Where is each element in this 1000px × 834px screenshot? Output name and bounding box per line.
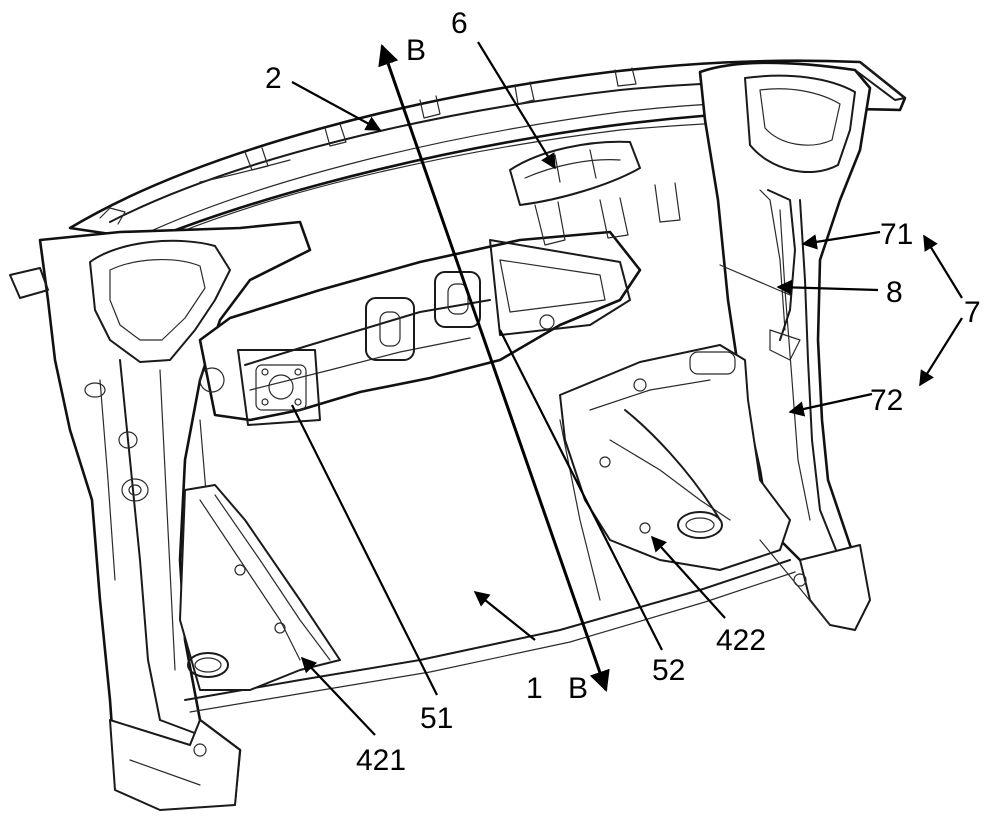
leader-6 [477,41,556,170]
leader-422 [650,535,726,619]
left-footwell-rail [179,484,341,691]
label-1: 1 [526,672,543,705]
leader-lines [291,41,963,736]
leader-421 [300,656,376,736]
label-422: 422 [716,624,766,657]
label-6: 6 [451,7,468,40]
leader-7-up [923,234,963,299]
label-2: 2 [265,62,282,95]
leader-7-down [919,317,963,387]
section-arrow-line [378,44,610,692]
label-b-top: B [406,34,426,67]
section-line-b-b: B B [378,34,610,705]
leader-51 [291,404,438,696]
left-rocker-stub [109,719,241,811]
label-7: 7 [964,296,981,329]
right-footwell-rail [559,344,791,571]
leader-1 [473,591,536,641]
label-51: 51 [420,702,453,735]
label-b-bottom: B [568,672,588,705]
label-72: 72 [870,384,903,417]
right-rocker-stub [759,539,871,631]
leader-72 [788,392,873,417]
leader-2 [291,81,382,131]
label-8: 8 [886,276,903,309]
label-421: 421 [356,744,406,777]
label-71: 71 [880,218,913,251]
leader-8 [776,279,879,296]
leader-71 [801,230,881,250]
reference-numerals: 2 6 71 8 7 72 51 1 52 422 421 [265,7,981,777]
label-52: 52 [652,654,685,687]
cowl-opening [509,140,641,206]
leader-52 [499,329,663,651]
